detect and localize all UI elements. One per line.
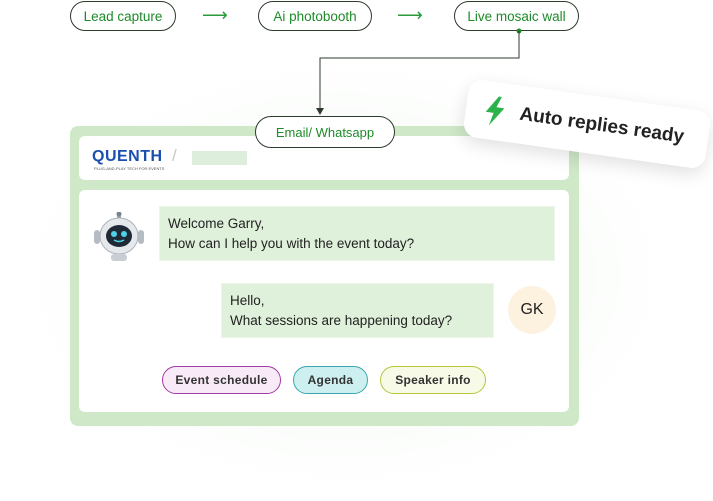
bot-message-line-2: How can I help you with the event today? (168, 236, 415, 251)
header-placeholder (192, 151, 247, 165)
user-message-bubble: Hello, What sessions are happening today… (221, 283, 494, 338)
arrow-right-icon: ⟶ (397, 5, 423, 25)
user-message-line-1: Hello, (230, 293, 265, 308)
lightning-bolt-icon (485, 96, 505, 126)
header-separator: / (172, 146, 177, 165)
auto-replies-badge: Auto replies ready (462, 78, 712, 170)
auto-replies-text: Auto replies ready (518, 103, 686, 148)
brand-logo: QUENTH (92, 148, 163, 165)
robot-icon (94, 212, 144, 261)
bot-message-line-1: Welcome Garry, (168, 216, 265, 231)
quick-reply-agenda[interactable]: Agenda (293, 366, 368, 394)
user-avatar: GK (508, 286, 556, 334)
flow-step-live-mosaic-wall: Live mosaic wall (454, 1, 579, 31)
flow-step-lead-capture: Lead capture (70, 1, 176, 31)
quick-reply-event-schedule[interactable]: Event schedule (162, 366, 281, 394)
brand-tagline: PLUG-AND-PLAY TECH FOR EVENTS (94, 166, 165, 171)
flow-step-ai-photobooth: Ai photobooth (258, 1, 372, 31)
channel-email-whatsapp: Email/ Whatsapp (255, 116, 395, 148)
user-message-line-2: What sessions are happening today? (230, 313, 453, 328)
quick-reply-speaker-info[interactable]: Speaker info (380, 366, 486, 394)
arrow-right-icon: ⟶ (202, 5, 228, 25)
bot-message-bubble: Welcome Garry, How can I help you with t… (159, 206, 555, 261)
